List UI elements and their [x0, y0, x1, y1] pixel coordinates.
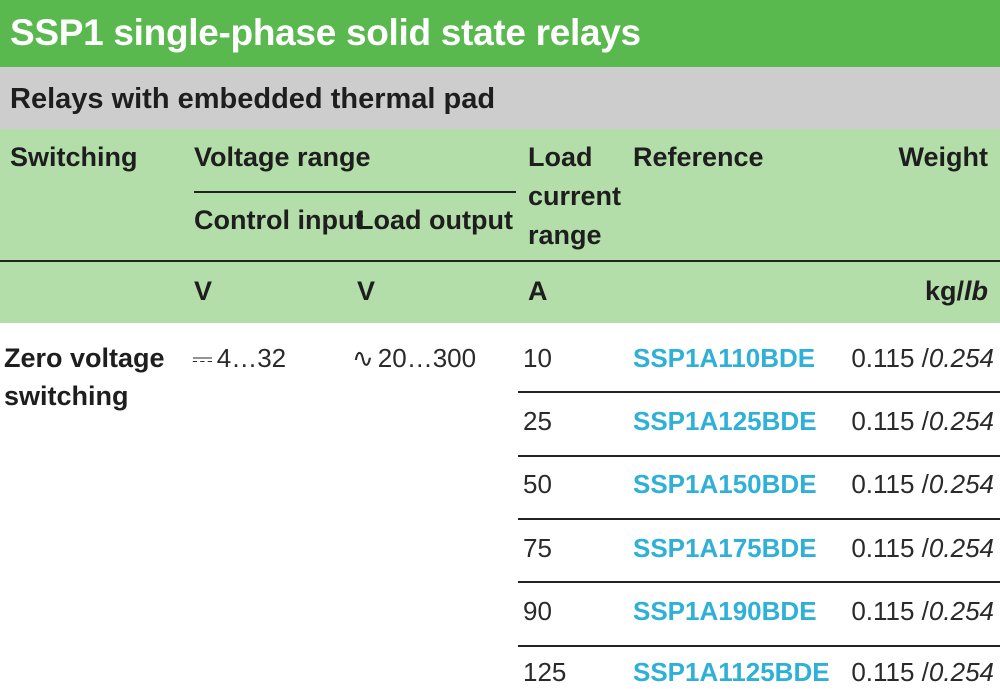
row-divider [518, 518, 1000, 520]
load-output-range: 20…300 [377, 343, 477, 373]
control-input-range: 4…32 [216, 343, 287, 373]
voltage-range-rule [194, 191, 516, 193]
header-weight: Weight [898, 142, 989, 172]
row-weight: 0.115 /0.254 [851, 594, 994, 628]
ac-symbol-icon: ∿ [352, 343, 374, 373]
weight-lb: 0.254 [928, 343, 994, 373]
weight-lb: 0.254 [928, 657, 994, 687]
dc-symbol-icon: ⎓ [192, 343, 213, 373]
reference-link[interactable]: SSP1A150BDE [633, 469, 817, 499]
switching-type-line2: switching [4, 381, 129, 411]
reference-link[interactable]: SSP1A125BDE [633, 406, 817, 436]
unit-load-current: A [528, 276, 548, 306]
control-input-value: ⎓4…32 [192, 341, 286, 375]
weight-kg: 0.115 / [851, 533, 929, 563]
weight-lb: 0.254 [928, 596, 994, 626]
table-header [0, 129, 1000, 323]
row-weight: 0.115 /0.254 [851, 655, 994, 689]
header-load-current-line1: Load [528, 142, 593, 172]
weight-kg: 0.115 / [851, 469, 929, 499]
reference-link[interactable]: SSP1A175BDE [633, 533, 817, 563]
row-current: 25 [523, 406, 552, 436]
row-current: 10 [523, 343, 552, 373]
weight-lb: 0.254 [928, 406, 994, 436]
header-load-output: Load output [357, 205, 513, 235]
weight-lb: 0.254 [928, 469, 994, 499]
reference-link[interactable]: SSP1A190BDE [633, 596, 817, 626]
subtitle-bar: Relays with embedded thermal pad [0, 67, 1000, 129]
row-current: 50 [523, 469, 552, 499]
page-title: SSP1 single-phase solid state relays [10, 12, 641, 53]
row-divider [518, 455, 1000, 457]
row-divider [518, 391, 1000, 393]
unit-weight-lb: lb [964, 276, 988, 306]
row-current: 90 [523, 596, 552, 626]
weight-kg: 0.115 / [851, 657, 929, 687]
header-load-current-line2: current [528, 181, 622, 211]
unit-weight: kg/lb [925, 272, 988, 311]
reference-link[interactable]: SSP1A1125BDE [633, 657, 830, 687]
header-load-current-line3: range [528, 220, 602, 250]
switching-type-line1: Zero voltage [4, 343, 165, 373]
row-current: 75 [523, 533, 552, 563]
header-voltage-range: Voltage range [194, 142, 371, 172]
title-bar: SSP1 single-phase solid state relays [0, 0, 1000, 67]
section-subtitle: Relays with embedded thermal pad [10, 83, 496, 115]
weight-kg: 0.115 / [851, 596, 929, 626]
header-divider [0, 260, 1000, 262]
header-control-input: Control input [194, 205, 364, 235]
row-weight: 0.115 /0.254 [851, 341, 994, 375]
load-output-value: ∿20…300 [352, 341, 476, 375]
header-switching: Switching [10, 142, 138, 172]
unit-weight-kg: kg/ [924, 276, 964, 306]
weight-kg: 0.115 / [851, 406, 929, 436]
row-divider [518, 581, 1000, 583]
header-reference: Reference [633, 142, 764, 172]
row-weight: 0.115 /0.254 [851, 467, 994, 501]
weight-lb: 0.254 [928, 533, 994, 563]
row-current: 125 [523, 657, 567, 687]
row-weight: 0.115 /0.254 [851, 531, 994, 565]
row-divider [518, 645, 1000, 647]
reference-link[interactable]: SSP1A110BDE [633, 343, 816, 373]
unit-control-input: V [194, 276, 213, 306]
weight-kg: 0.115 / [851, 343, 929, 373]
unit-load-output: V [357, 276, 376, 306]
row-weight: 0.115 /0.254 [851, 404, 994, 438]
